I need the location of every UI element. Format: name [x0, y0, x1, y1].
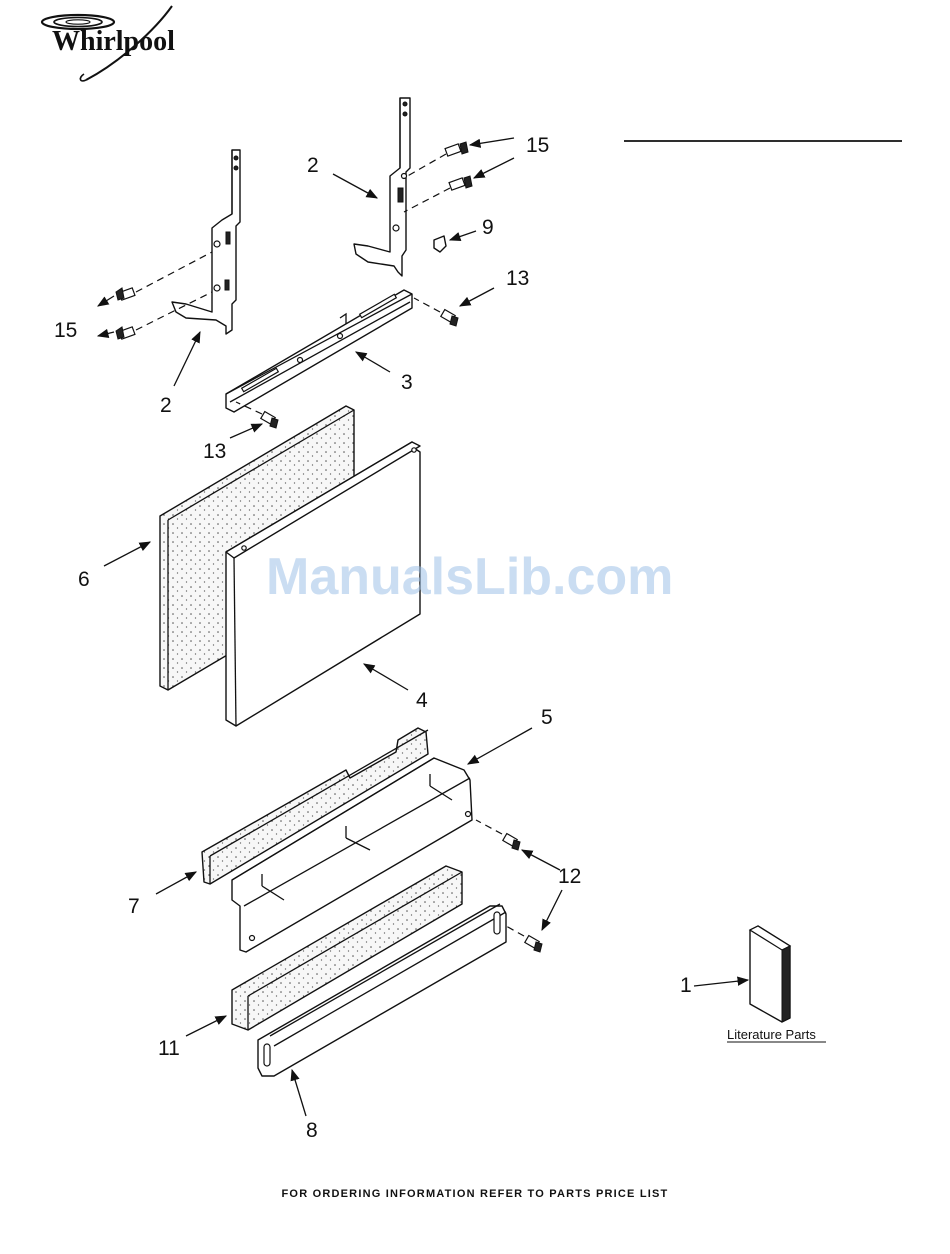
screw-15-left-lower	[116, 327, 135, 339]
watermark: ManualsLib.com	[266, 548, 673, 606]
callout-7: 7	[128, 895, 140, 918]
screw-15-left-upper	[116, 288, 135, 300]
clip-9	[434, 236, 446, 252]
screw-12-upper	[503, 834, 520, 850]
hinge-bracket-right	[354, 98, 410, 276]
screw-15-right-upper	[445, 142, 468, 156]
brand-logo: Whirlpool	[42, 6, 175, 81]
literature-booklet-1	[750, 926, 790, 1022]
callout-1: 1	[680, 974, 692, 997]
support-rail-3	[226, 290, 412, 412]
callout-8: 8	[306, 1119, 318, 1142]
callout-15-left: 15	[54, 319, 77, 342]
screw-12-lower	[525, 936, 542, 952]
callout-12: 12	[558, 865, 581, 888]
literature-parts-label: Literature Parts	[727, 1027, 816, 1042]
callout-9: 9	[482, 216, 494, 239]
callout-15-right: 15	[526, 134, 549, 157]
callout-4: 4	[416, 689, 428, 712]
screw-13-upper	[441, 310, 458, 326]
ordering-footer: FOR ORDERING INFORMATION REFER TO PARTS …	[0, 1188, 950, 1200]
callout-2-top: 2	[307, 154, 319, 177]
callout-5: 5	[541, 706, 553, 729]
callout-6: 6	[78, 568, 90, 591]
brand-name: Whirlpool	[52, 26, 175, 57]
callout-3: 3	[401, 371, 413, 394]
callout-2-bottom: 2	[160, 394, 172, 417]
callout-11: 11	[158, 1037, 180, 1060]
screw-13-lower	[261, 412, 278, 428]
screw-15-right-lower	[449, 176, 472, 190]
callout-13-upper: 13	[506, 267, 529, 290]
callout-13-lower: 13	[203, 440, 226, 463]
